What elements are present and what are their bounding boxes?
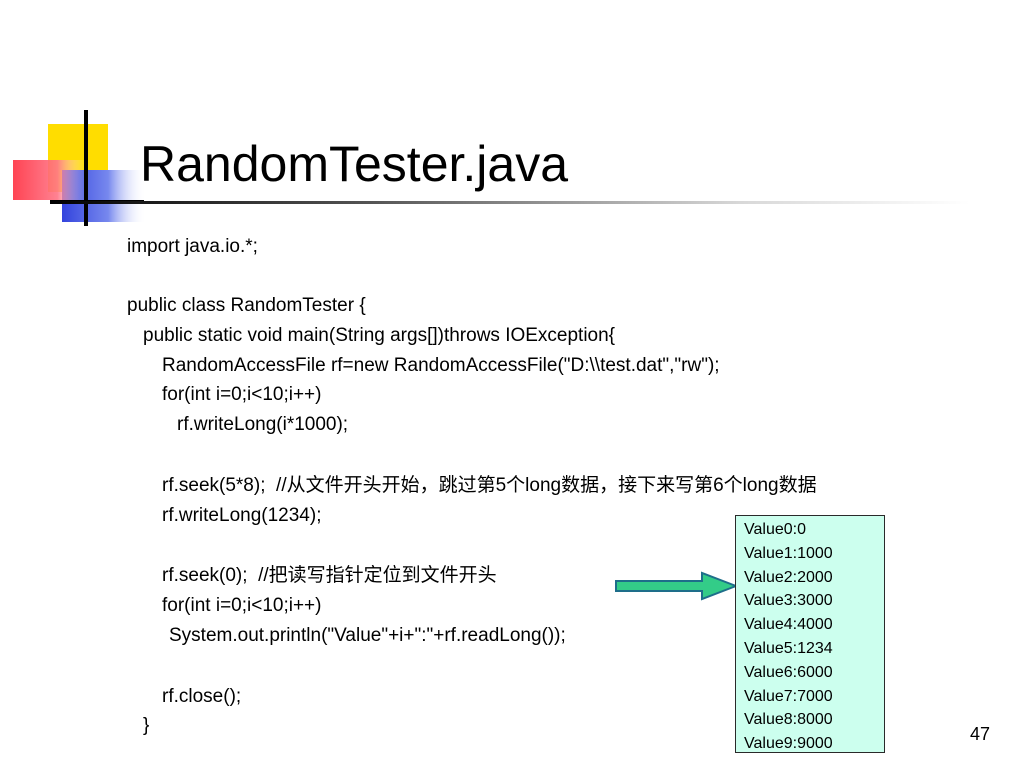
program-output-box: Value0:0 Value1:1000 Value2:2000 Value3:… bbox=[735, 515, 885, 753]
output-line: Value4:4000 bbox=[744, 616, 833, 634]
code-line: } bbox=[143, 715, 150, 736]
code-line: RandomAccessFile rf=new RandomAccessFile… bbox=[162, 355, 720, 376]
output-line: Value2:2000 bbox=[744, 568, 833, 586]
output-line: Value5:1234 bbox=[744, 639, 833, 657]
vertical-bar bbox=[84, 110, 88, 226]
output-line: Value9:9000 bbox=[744, 735, 833, 753]
arrow-right-icon bbox=[615, 571, 738, 601]
corner-decoration bbox=[13, 110, 146, 226]
code-line: for(int i=0;i<10;i++) bbox=[162, 595, 322, 616]
output-line: Value7:7000 bbox=[744, 687, 833, 705]
code-line: rf.writeLong(i*1000); bbox=[177, 414, 349, 435]
code-line: rf.writeLong(1234); bbox=[162, 505, 322, 526]
code-line: for(int i=0;i<10;i++) bbox=[162, 384, 322, 405]
output-line: Value8:8000 bbox=[744, 711, 833, 729]
slide-title: RandomTester.java bbox=[140, 136, 569, 192]
code-line: rf.close(); bbox=[162, 686, 242, 707]
code-line: public static void main(String args[])th… bbox=[143, 325, 616, 346]
title-underline bbox=[50, 201, 970, 204]
code-line: import java.io.*; bbox=[127, 236, 258, 257]
code-line: public class RandomTester { bbox=[127, 295, 366, 316]
code-line: rf.seek(5*8); //从文件开头开始，跳过第5个long数据，接下来写… bbox=[162, 475, 817, 496]
code-line: System.out.println("Value"+i+":"+rf.read… bbox=[169, 625, 566, 646]
output-line: Value3:3000 bbox=[744, 592, 833, 610]
page-number: 47 bbox=[969, 724, 990, 744]
output-line: Value1:1000 bbox=[744, 544, 833, 562]
output-line: Value0:0 bbox=[744, 521, 806, 538]
output-line: Value6:6000 bbox=[744, 663, 833, 681]
code-line: rf.seek(0); //把读写指针定位到文件开头 bbox=[162, 565, 497, 586]
red-block bbox=[13, 160, 87, 200]
